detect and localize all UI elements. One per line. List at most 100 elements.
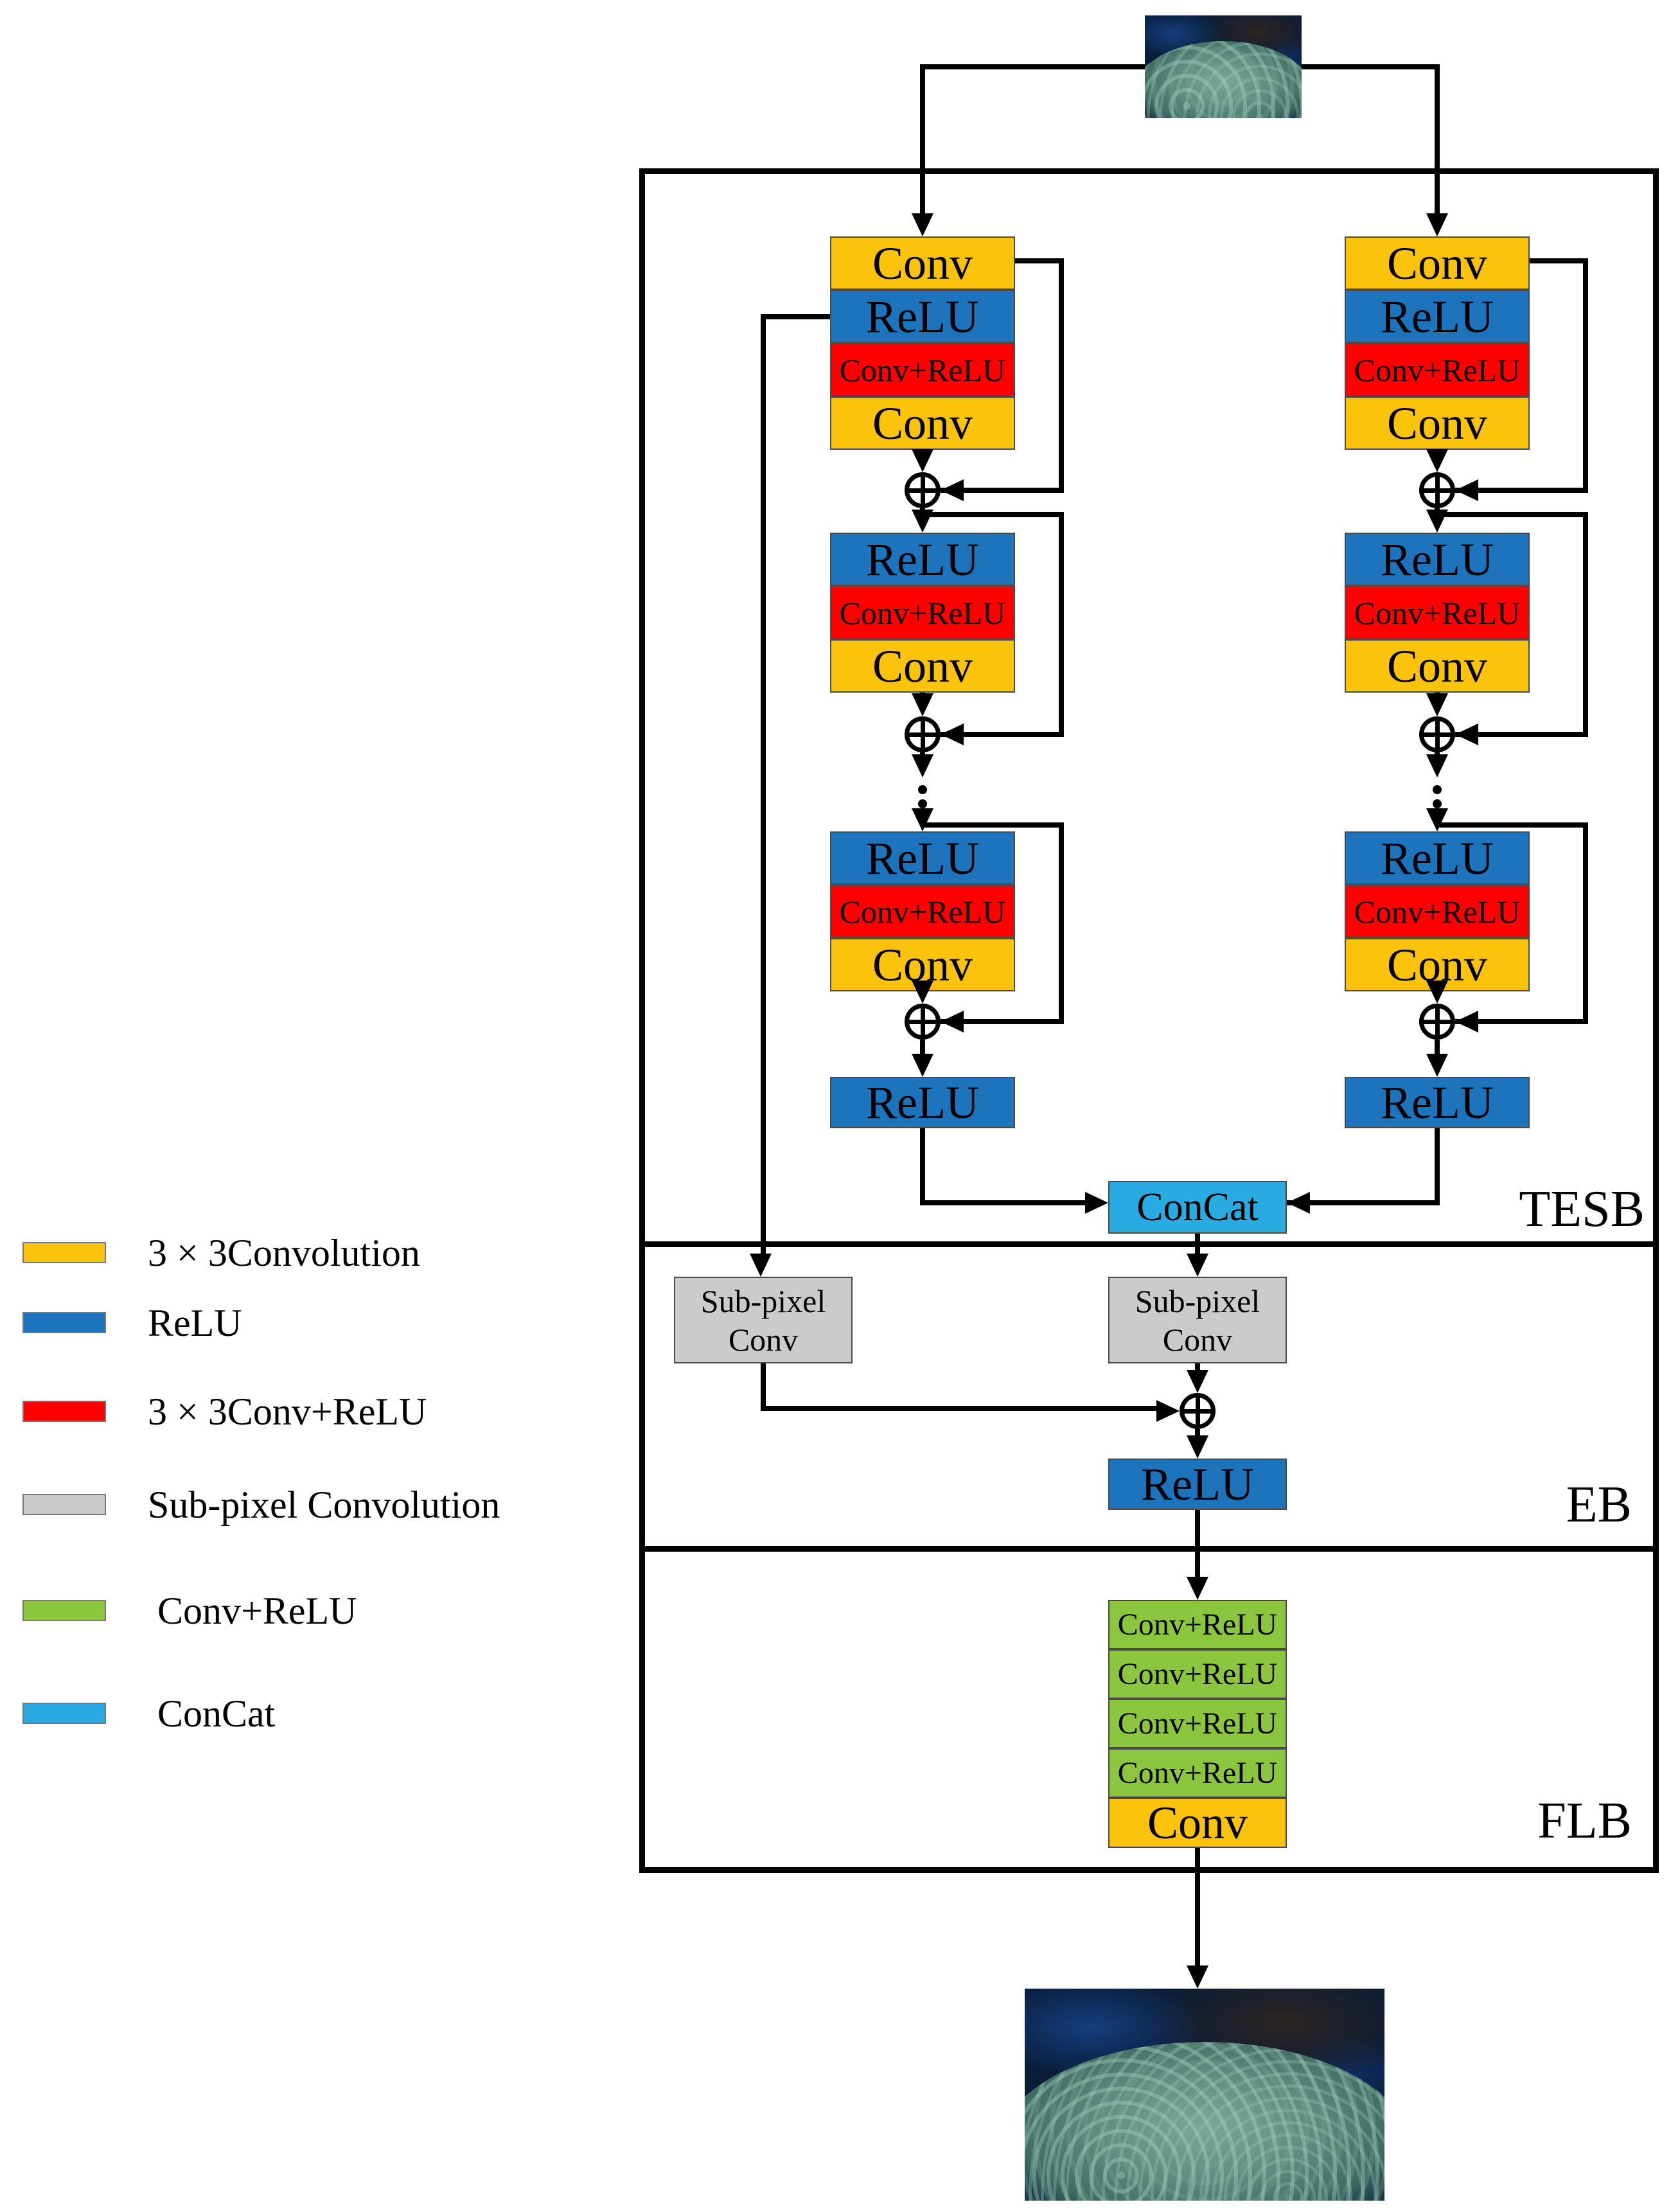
input-image-coral-texture: [1145, 41, 1302, 118]
skip-line: [1455, 1019, 1588, 1024]
flb-section-label: FLB: [1537, 1793, 1632, 1849]
arrow-down-icon: [912, 1054, 933, 1077]
connector-line: [1435, 64, 1440, 216]
output-image: [1025, 1989, 1384, 2201]
tesb-right-g2-convrelu: Conv+ReLU: [1345, 586, 1530, 639]
skip-line: [761, 314, 766, 1255]
connector-line: [1302, 64, 1440, 69]
arrow-left-icon: [1455, 1011, 1478, 1033]
arrow-down-icon: [912, 980, 933, 1004]
input-image: [1145, 15, 1302, 118]
tesb-left-g1-conv2: Conv: [830, 396, 1015, 450]
ellipsis-dot: [1433, 799, 1442, 808]
legend-label-subpixel: Sub-pixel Convolution: [148, 1484, 500, 1526]
legend-swatch-convrelu: [22, 1401, 106, 1422]
skip-line: [923, 822, 1064, 828]
arrow-down-icon: [1187, 1577, 1208, 1600]
flb-convrelu-3: Conv+ReLU: [1108, 1699, 1287, 1748]
tesb-left-g3-conv: Conv: [830, 938, 1015, 991]
skip-line: [941, 1019, 1064, 1024]
tesb-right-g1-conv2: Conv: [1345, 396, 1530, 450]
tesb-left-g1-relu: ReLU: [830, 290, 1015, 343]
connector-line: [1195, 1234, 1200, 1255]
arrow-down-icon: [1426, 693, 1448, 716]
skip-line: [763, 314, 830, 319]
arrow-down-icon: [1187, 1254, 1208, 1277]
skip-line: [1455, 488, 1588, 493]
eb-subpixel-left-line2: Conv: [728, 1321, 799, 1358]
connector-line: [921, 64, 1145, 69]
output-image-coral-texture: [1025, 2041, 1384, 2201]
arrow-down-icon: [912, 754, 933, 777]
arrow-down-icon: [1426, 1054, 1448, 1077]
arrow-down-icon: [1426, 980, 1448, 1004]
skip-line: [1583, 258, 1588, 493]
eb-flb-divider: [639, 1546, 1659, 1552]
connector-line: [920, 64, 925, 216]
connector-line: [923, 1200, 1086, 1205]
legend-label-concat: ConCat: [157, 1692, 276, 1735]
connector-line: [761, 1363, 766, 1411]
connector-line: [1195, 1429, 1200, 1438]
tesb-left-g3-convrelu: Conv+ReLU: [830, 885, 1015, 938]
add-icon: [1419, 1004, 1455, 1040]
tesb-left-g2-conv: Conv: [830, 639, 1015, 693]
connector-line: [1195, 1510, 1200, 1579]
tesb-right-g1-conv1: Conv: [1345, 236, 1530, 290]
add-icon: [1180, 1393, 1216, 1429]
arrow-left-icon: [941, 479, 964, 501]
legend-swatch-relu: [22, 1312, 106, 1333]
tesb-left-output-relu: ReLU: [830, 1077, 1015, 1128]
arrow-right-icon: [1156, 1400, 1180, 1422]
legend-swatch-convolution: [22, 1242, 106, 1263]
arrow-down-icon: [1426, 449, 1448, 472]
arrow-left-icon: [1455, 479, 1478, 501]
arrow-down-icon: [1187, 1435, 1208, 1459]
arrow-down-icon: [1426, 808, 1448, 831]
ellipsis-dot: [1433, 785, 1442, 794]
eb-subpixel-right-line2: Conv: [1162, 1321, 1233, 1358]
tesb-left-g2-relu: ReLU: [830, 533, 1015, 586]
eb-subpixel-left-line1: Sub-pixel: [700, 1282, 826, 1319]
skip-line: [923, 512, 1064, 517]
tesb-left-g1-conv1: Conv: [830, 236, 1015, 290]
outer-frame: [639, 168, 1659, 1873]
arrow-right-icon: [1085, 1192, 1108, 1214]
skip-line: [941, 488, 1064, 493]
eb-section-label: EB: [1566, 1477, 1632, 1533]
add-icon: [1419, 716, 1455, 752]
arrow-down-icon: [1426, 213, 1448, 236]
legend-label-relu: ReLU: [148, 1302, 242, 1344]
tesb-left-g1-convrelu: Conv+ReLU: [830, 343, 1015, 396]
legend-swatch-concat: [22, 1703, 106, 1724]
skip-line: [1583, 512, 1588, 737]
eb-subpixel-left: Sub-pixel Conv: [674, 1277, 853, 1363]
add-icon: [905, 472, 941, 508]
connector-line: [920, 1128, 925, 1205]
skip-line: [941, 732, 1064, 737]
legend-label-flb-convrelu: Conv+ReLU: [157, 1590, 357, 1632]
arrow-down-icon: [1187, 1370, 1208, 1393]
legend-swatch-subpixel: [22, 1494, 106, 1515]
connector-line: [1195, 1848, 1200, 1967]
add-icon: [1419, 472, 1455, 508]
eb-relu: ReLU: [1108, 1459, 1287, 1510]
tesb-section-label: TESB: [1519, 1181, 1645, 1238]
tesb-right-g1-convrelu: Conv+ReLU: [1345, 343, 1530, 396]
concat-block: ConCat: [1108, 1181, 1287, 1234]
skip-line: [1437, 512, 1588, 517]
flb-convrelu-4: Conv+ReLU: [1108, 1748, 1287, 1798]
arrow-left-icon: [941, 1011, 964, 1033]
skip-line: [1059, 512, 1064, 737]
legend-label-convrelu: 3 × 3Conv+ReLU: [148, 1390, 427, 1433]
arrow-down-icon: [912, 449, 933, 472]
flb-convrelu-2: Conv+ReLU: [1108, 1649, 1287, 1699]
input-image-coral: [1145, 41, 1302, 118]
tesb-eb-divider: [639, 1241, 1659, 1247]
connector-line: [1287, 1200, 1437, 1205]
skip-line: [1059, 822, 1064, 1024]
connector-line: [1435, 1040, 1440, 1056]
connector-line: [920, 1040, 925, 1056]
skip-line: [1437, 822, 1588, 828]
